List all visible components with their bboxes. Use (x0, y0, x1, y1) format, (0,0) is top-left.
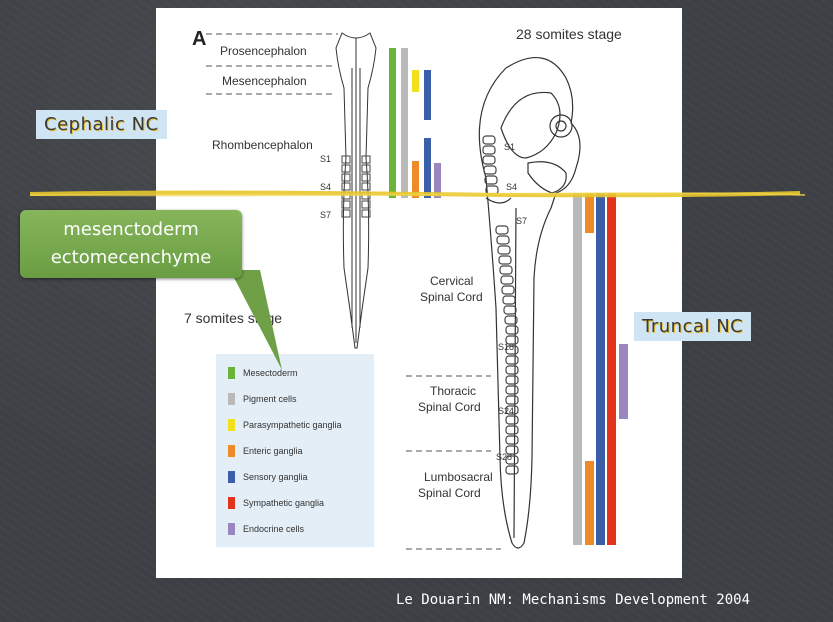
thoracic-label-1: Thoracic (430, 384, 476, 398)
bar-endocrine-truncal (619, 344, 628, 419)
legend-swatch (228, 471, 235, 483)
legend: Mesectoderm Pigment cells Parasympatheti… (216, 354, 374, 547)
legend-label: Sensory ganglia (243, 472, 308, 482)
cervical-label-1: Cervical (430, 274, 473, 288)
bar-sympathetic (607, 193, 616, 545)
bar-enteric-truncal-lower (585, 461, 594, 545)
legend-swatch (228, 497, 235, 509)
legend-item: Sympathetic ganglia (228, 496, 324, 510)
legend-item: Endocrine cells (228, 522, 304, 536)
legend-swatch (228, 523, 235, 535)
somite-label-s7-right: S7 (516, 216, 527, 226)
legend-item: Sensory ganglia (228, 470, 308, 484)
legend-item: Pigment cells (228, 392, 297, 406)
panel-label: A (192, 28, 206, 51)
bar-mesectoderm (389, 48, 396, 198)
mesencephalon-label: Mesencephalon (222, 74, 307, 88)
somite-label-s18: S18 (498, 342, 514, 352)
somite-label-s24: S24 (498, 406, 514, 416)
somite-label-s1-left: S1 (320, 154, 331, 164)
bar-pigment-truncal (573, 193, 582, 545)
bar-pigment-cephalic (401, 48, 408, 198)
legend-label: Sympathetic ganglia (243, 498, 324, 508)
lumbosacral-label-1: Lumbosacral (424, 470, 493, 484)
bar-parasympathetic (412, 70, 419, 92)
citation: Le Douarin NM: Mechanisms Development 20… (396, 592, 750, 608)
legend-swatch (228, 419, 235, 431)
stage-28-label: 28 somites stage (516, 26, 622, 42)
legend-label: Enteric ganglia (243, 446, 303, 456)
somite-label-s7-left: S7 (320, 210, 331, 220)
green-callout-pointer (200, 270, 300, 380)
legend-label: Pigment cells (243, 394, 297, 404)
green-callout: mesenctoderm ectomecenchyme (20, 210, 242, 278)
green-callout-line-1: mesenctoderm (20, 216, 242, 244)
legend-item: Enteric ganglia (228, 444, 303, 458)
somite-label-s28: S28 (496, 452, 512, 462)
bar-sensory-truncal (596, 193, 605, 545)
cervical-label-2: Spinal Cord (420, 290, 483, 304)
twentyeight-somite-embryo (479, 58, 580, 548)
divider-line (0, 184, 833, 204)
legend-swatch (228, 393, 235, 405)
bar-sensory-cephalic-upper (424, 70, 431, 120)
somite-label-s1-right: S1 (504, 142, 515, 152)
lumbosacral-label-2: Spinal Cord (418, 486, 481, 500)
legend-swatch (228, 445, 235, 457)
truncal-nc-callout: Truncal NC (634, 312, 751, 341)
green-callout-line-2: ectomecenchyme (20, 244, 242, 272)
prosencephalon-label: Prosencephalon (220, 44, 307, 58)
cephalic-nc-callout: Cephalic NC (36, 110, 167, 139)
legend-label: Endocrine cells (243, 524, 304, 534)
legend-label: Parasympathetic ganglia (243, 420, 342, 430)
rhombencephalon-label: Rhombencephalon (212, 138, 313, 152)
thoracic-label-2: Spinal Cord (418, 400, 481, 414)
legend-item: Parasympathetic ganglia (228, 418, 342, 432)
